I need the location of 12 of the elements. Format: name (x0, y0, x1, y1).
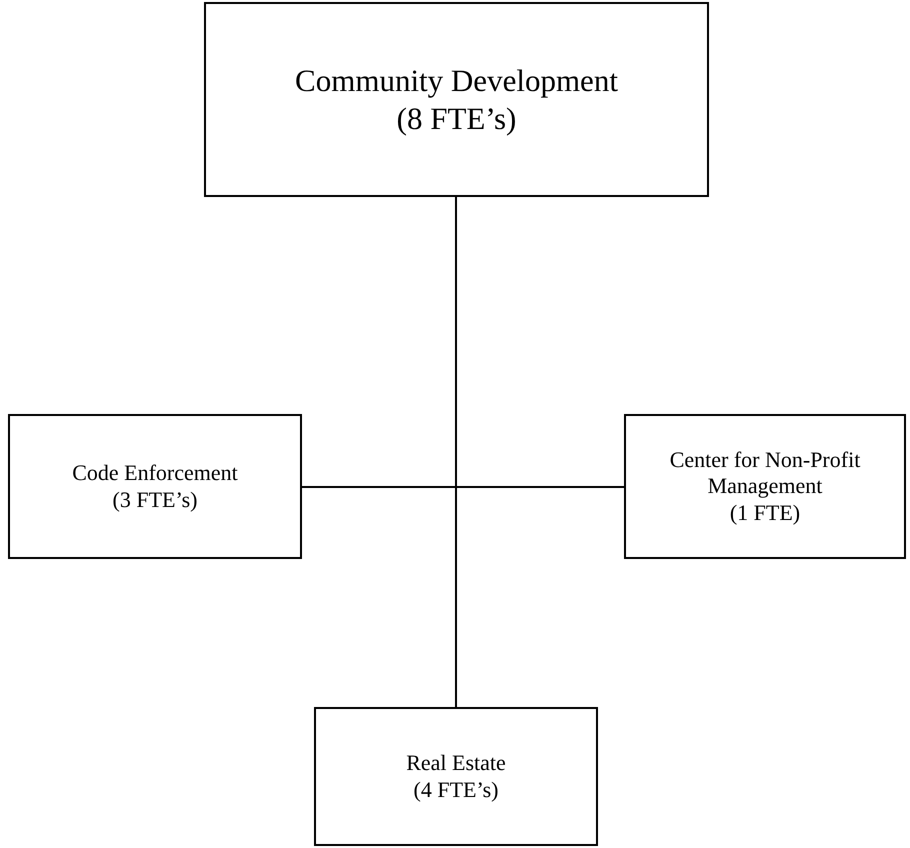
staff-count: (8 FTE’s) (396, 100, 516, 137)
staff-count: (4 FTE’s) (414, 776, 498, 803)
unit-name: Real Estate (406, 750, 506, 776)
org-unit-box (8, 414, 302, 559)
org-unit-box (204, 2, 709, 197)
unit-name: Code Enforcement (72, 460, 238, 486)
org-unit-box (624, 414, 906, 559)
unit-name: Center for Non-Profit Management (668, 446, 862, 500)
staff-count: (3 FTE’s) (112, 486, 198, 513)
staff-count: (1 FTE) (730, 500, 800, 526)
org-unit-box (314, 707, 598, 846)
unit-name: Community Development (295, 62, 618, 100)
